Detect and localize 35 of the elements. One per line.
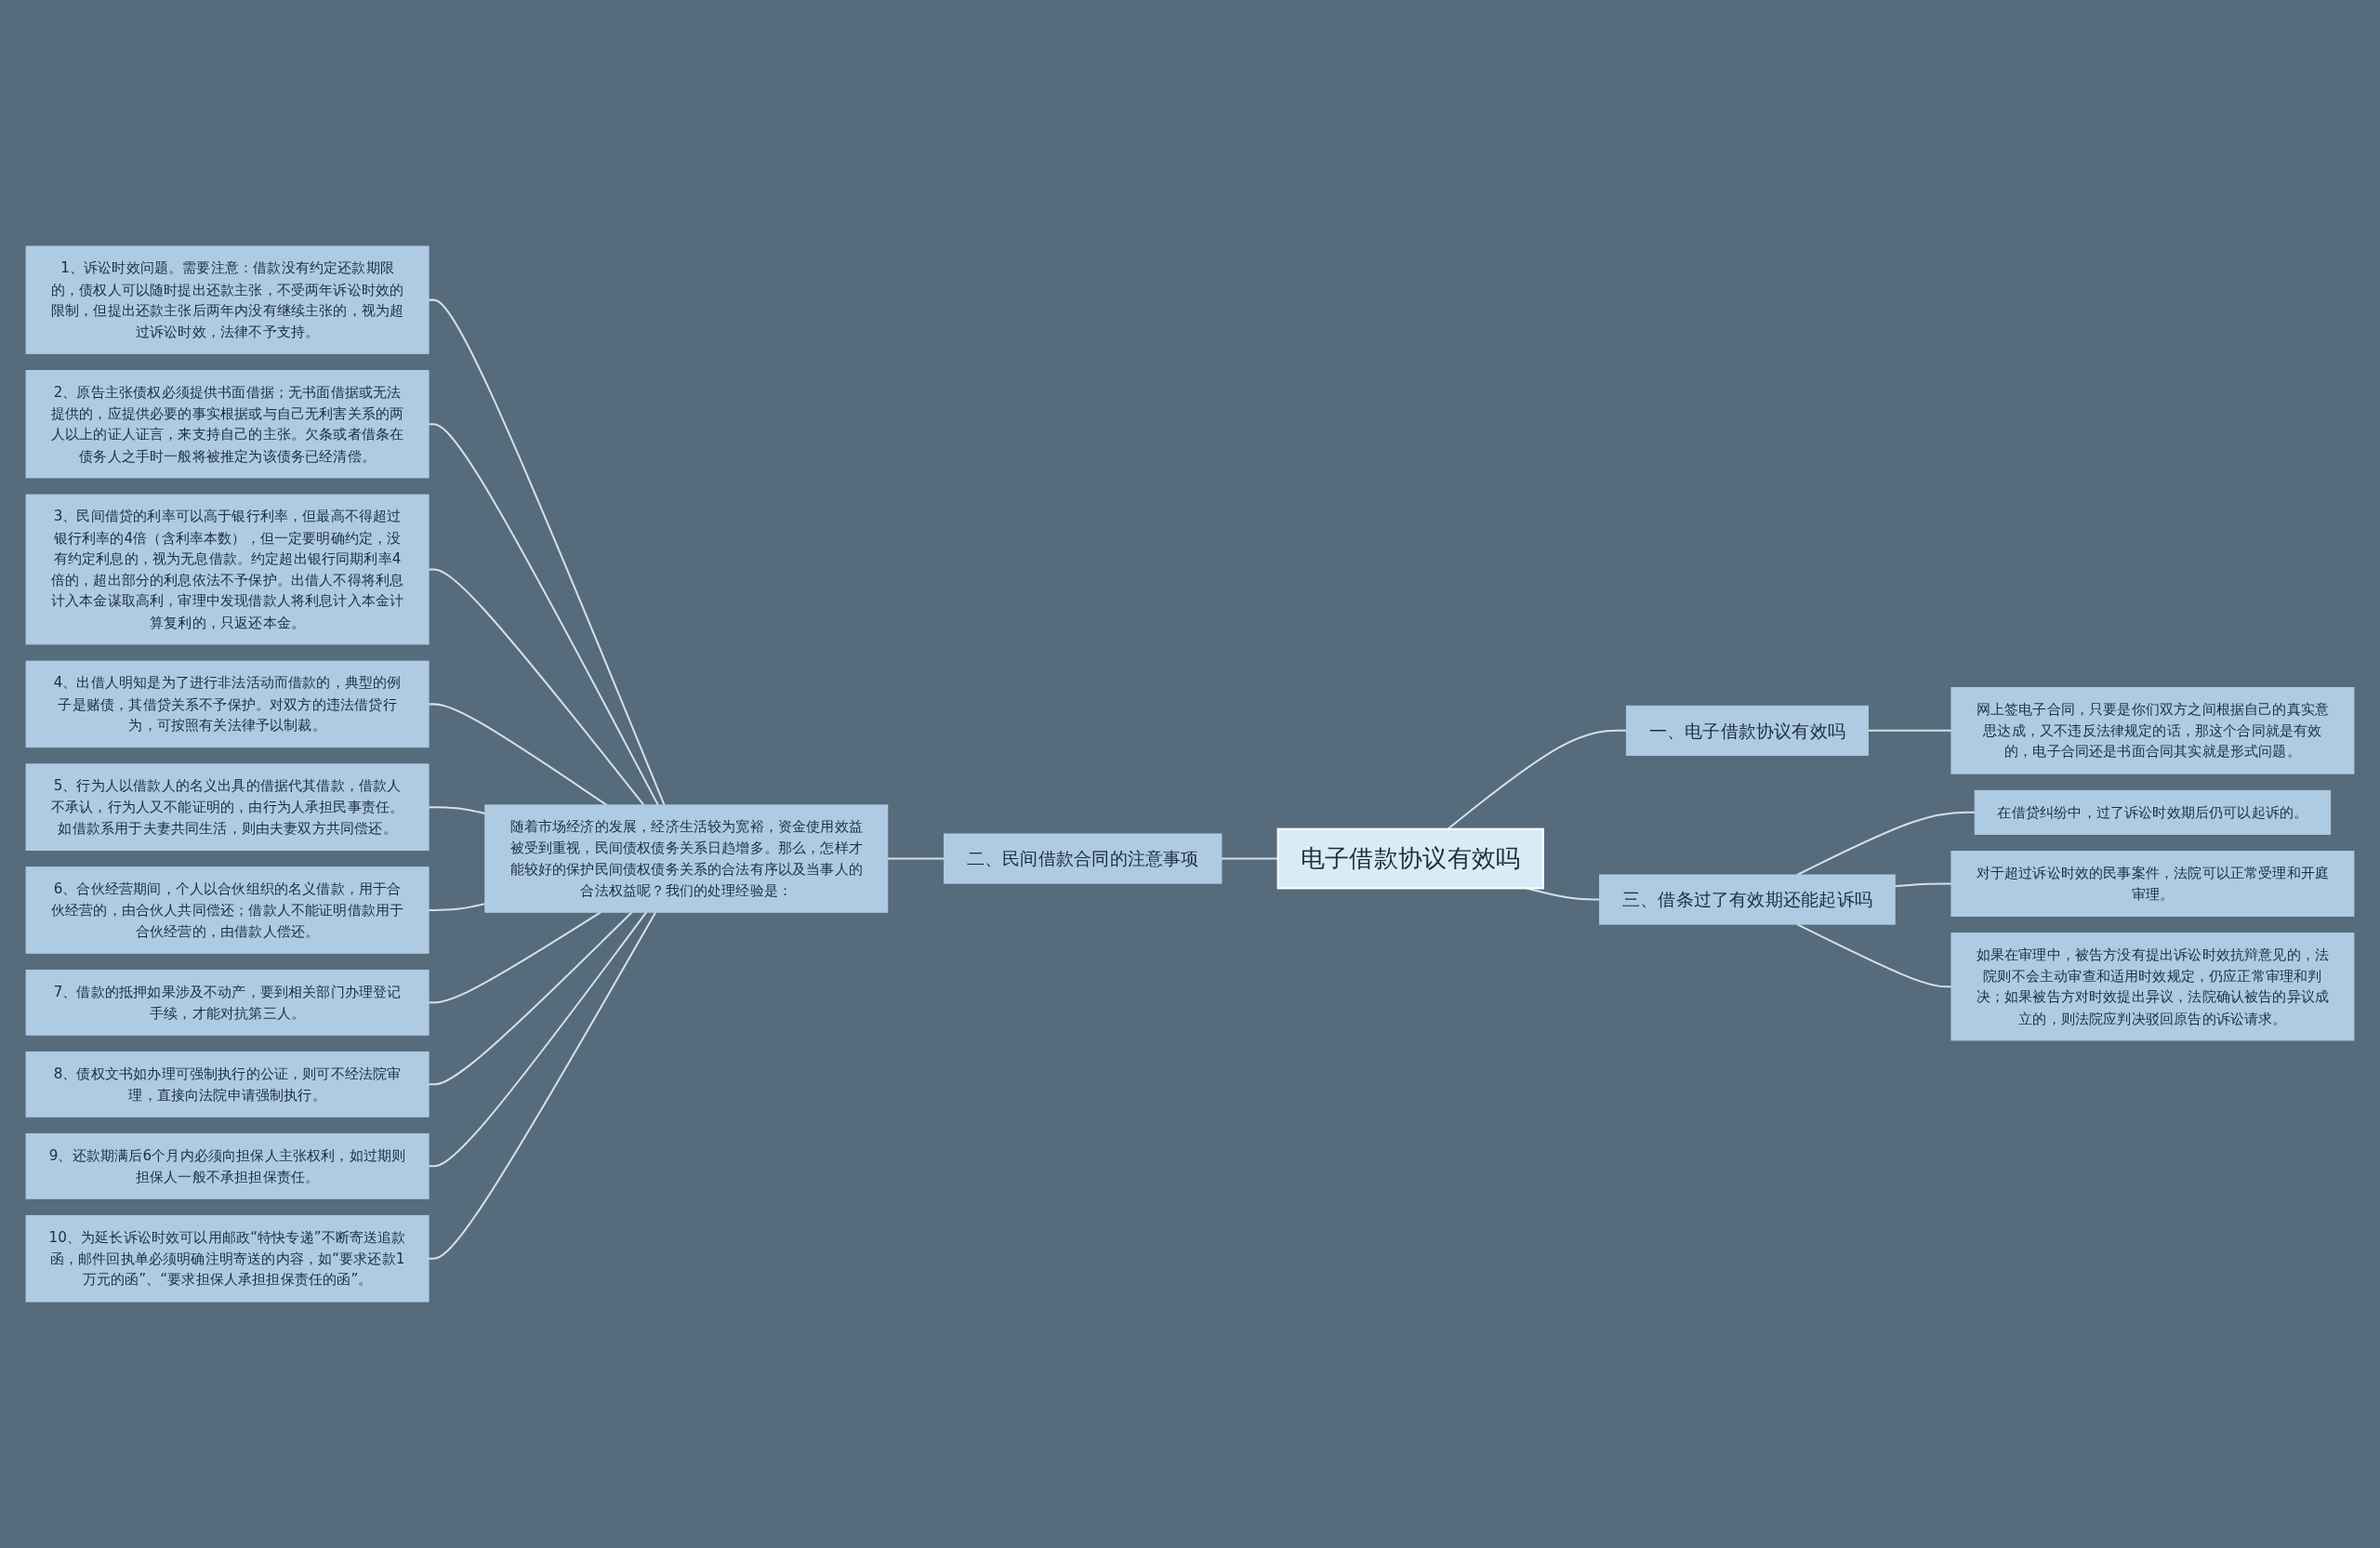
node-box: 对于超过诉讼时效的民事案件，法院可以正常受理和开庭审理。 [1950,851,2355,917]
node-box: 一、电子借款协议有效吗 [1625,705,1869,756]
connector [429,703,608,806]
connector [887,857,945,860]
node-box: 二、民间借款合同的注意事项 [943,833,1223,884]
connector [429,911,657,1260]
connector [1796,923,1951,988]
node-box: 8、债权文书如办理可强制执行的公证，则可不经法院审理，直接向法院申请强制执行。 [25,1051,430,1118]
node-box: 9、还款期满后6个月内必须向担保人主张权利，如过期则担保人一般不承担担保责任。 [25,1132,430,1199]
connector [1868,729,1951,732]
node-box: 电子借款协议有效吗 [1276,827,1544,890]
node-box: 随着市场经济的发展，经济生活较为宽裕，资金使用效益被受到重视，民间债权债务关系日趋增多。那么，怎样才能较好的保护民间债权债务关系的合法有序以及当事人的合法权益呢？我们的处理经验是： [484,804,889,913]
node-box: 7、借款的抵押如果涉及不动产，要到相关部门办理登记手续，才能对抗第三人。 [25,969,430,1036]
node-box: 4、出借人明知是为了进行非法活动而借款的，典型的例子是赌债，其借贷关系不予保护。对双方的违法借贷行为，可按照有关法律予以制裁。 [25,660,430,748]
connector [429,911,602,1004]
node-box: 三、借条过了有效期还能起诉吗 [1599,874,1896,925]
connector [429,298,666,806]
node-box: 5、行为人以借款人的名义出具的借据代其借款，借款人不承认，行为人又不能证明的，由行为人承担民事责任。如借款系用于夫妻共同生活，则由夫妻双方共同偿还。 [25,763,430,851]
node-box: 在借贷纠纷中，过了诉讼时效期后仍可以起诉的。 [1974,789,2332,835]
connector [429,911,633,1086]
connector [429,423,659,806]
node-box: 1、诉讼时效问题。需要注意：借款没有约定还款期限的，债权人可以随时提出还款主张，不受两年诉讼时效的限制，但提出还款主张后两年内没有继续主张的，视为超过诉讼时效，法律不予支持。 [25,245,430,354]
connector [1796,811,1976,876]
connector [429,911,648,1168]
connector [1895,882,1951,888]
node-box: 网上签电子合同，只要是你们双方之间根据自己的真实意思达成，又不违反法律规定的话，那这个合同就是有效的，电子合同还是书面合同其实就是形式问题。 [1950,687,2355,774]
connector [429,903,485,911]
node-box: 6、合伙经营期间，个人以合伙组织的名义借款，用于合伙经营的，由合伙人共同偿还；借款人不能证明借款用于合伙经营的，由借款人偿还。 [25,867,430,954]
node-box: 2、原告主张债权必须提供书面借据；无书面借据或无法提供的，应提供必要的事实根据或与自己无利害关系的两人以上的证人证言，来支持自己的主张。欠条或者借条在债务人之手时一般将被推定为该债务已经清偿。 [25,370,430,479]
node-box: 10、为延长诉讼时效可以用邮政“特快专递”不断寄送追款函，邮件回执单必须明确注明寄送的内容，如“要求还款1万元的函”、“要求担保人承担担保责任的函”。 [25,1214,430,1303]
connector [429,806,485,814]
node-box: 如果在审理中，被告方没有提出诉讼时效抗辩意见的，法院则不会主动审查和适用时效规定，仍应正常审理和判决；如果被告方对时效提出异议，法院确认被告的异议成立的，则法院应判决驳回原告的诉讼请求。 [1950,933,2355,1041]
node-box: 3、民间借贷的利率可以高于银行利率，但最高不得超过银行利率的4倍（含利率本数），但一定要明确约定，没有约定利息的，视为无息借款。约定超出银行同期利率4倍的，超出部分的利息依法不予保护。出借人不得将利息计入本金谋取高利，审理中发现借款人将利息计入本金计算复利的，只返还本金。 [25,494,430,645]
connector [1221,857,1278,860]
connector [429,568,645,806]
